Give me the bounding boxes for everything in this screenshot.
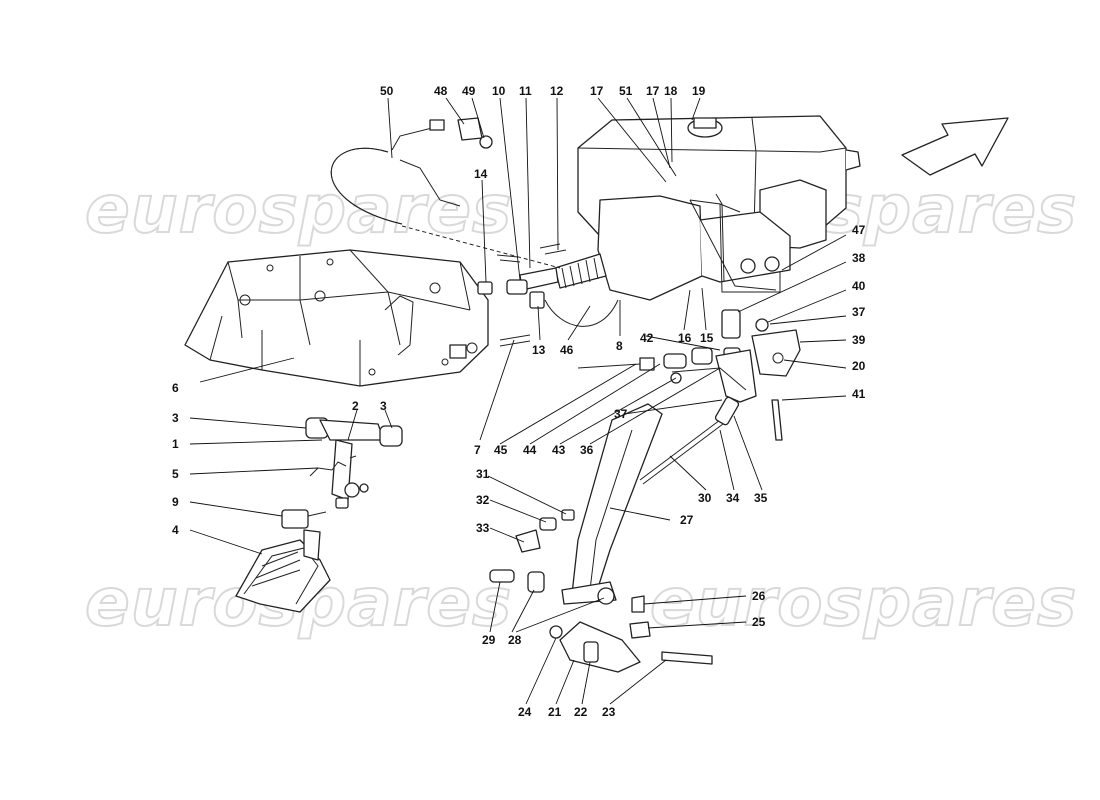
callout-label: 20 [852,359,866,373]
callout-label: 29 [482,633,496,647]
callout-label: 33 [476,521,490,535]
cable-end-fittings [515,509,575,553]
callout-label: 51 [619,84,633,98]
callout-label: 2 [352,399,359,413]
callout-label: 21 [548,705,562,719]
callout-label: 24 [518,705,532,719]
callout-label: 35 [754,491,768,505]
callout-label: 41 [852,387,866,401]
callout-label: 40 [852,279,866,293]
callout-label: 43 [552,443,566,457]
callout-label: 10 [492,84,506,98]
pivot-bracket [715,309,801,441]
callout-label: 44 [523,443,537,457]
callout-label: 5 [172,467,179,481]
brake-booster [597,179,827,301]
callout-label: 6 [172,381,179,395]
callout-label: 45 [494,443,508,457]
push-rod-assembly [477,243,607,347]
callout-label: 46 [560,343,574,357]
callout-label: 9 [172,495,179,509]
watermark-group: eurospares eurospares eurospares eurospa… [84,170,1077,642]
callout-label: 50 [380,84,394,98]
callout-label: 17 [646,84,660,98]
callout-label: 3 [380,399,387,413]
callout-label: 39 [852,333,866,347]
callout-label: 38 [852,251,866,265]
callout-label: 37 [852,305,866,319]
callout-label: 34 [726,491,740,505]
callout-label: 32 [476,493,490,507]
callout-label: 48 [434,84,448,98]
callout-label: 12 [550,84,564,98]
callout-label: 26 [752,589,766,603]
callout-label: 8 [616,339,623,353]
callout-label: 14 [474,167,488,181]
callout-label: 36 [580,443,594,457]
callout-label: 22 [574,705,588,719]
callout-label: 49 [462,84,476,98]
leader-lines [189,97,847,705]
watermark-top-left: eurospares [85,171,512,248]
callout-label: 25 [752,615,766,629]
pedal-box-housing [184,249,489,387]
callout-label: 28 [508,633,522,647]
watermark-bottom-right: eurospares [650,564,1077,641]
direction-arrow-icon [901,117,1009,176]
callout-label: 18 [664,84,678,98]
accelerator-pedal-arm [489,403,663,605]
callout-label: 15 [700,331,714,345]
callout-label: 42 [640,331,654,345]
callout-label: 7 [474,443,481,457]
callout-label: 27 [680,513,694,527]
callout-label: 13 [532,343,546,357]
pedal-floor-bracket [549,595,713,673]
callout-labels: 50 48 49 10 11 12 17 51 17 18 19 14 47 3… [172,84,866,719]
callout-label: 1 [172,437,179,451]
callout-label: 4 [172,523,179,537]
callout-label: 19 [692,84,706,98]
callout-label: 16 [678,331,692,345]
callout-label: 3 [172,411,179,425]
callout-label: 11 [519,84,532,98]
callout-label: 37 [614,407,628,421]
brake-line [689,199,781,293]
callout-label: 31 [476,467,490,481]
callout-label: 30 [698,491,712,505]
callout-label: 23 [602,705,616,719]
callout-label: 17 [590,84,604,98]
callout-label: 47 [852,223,866,237]
